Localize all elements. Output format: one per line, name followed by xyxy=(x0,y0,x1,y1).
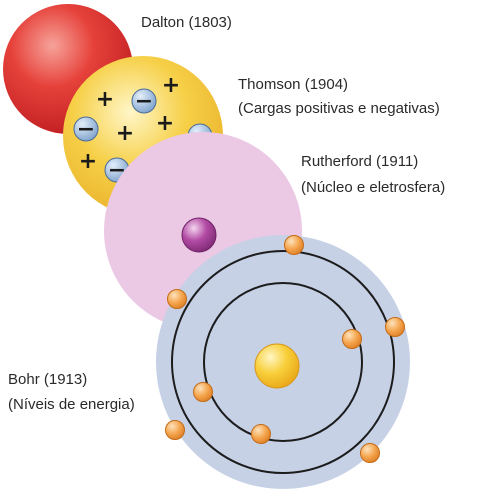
thomson-positive-charges: + + + + + xyxy=(79,73,180,174)
bohr-model xyxy=(156,235,410,489)
bohr-nucleus xyxy=(254,343,300,389)
rutherford-nucleus xyxy=(181,217,217,253)
minus-sign-icon: − xyxy=(135,89,153,114)
rutherford-description: (Núcleo e eletrosfera) xyxy=(301,179,445,196)
plus-sign-icon: + xyxy=(116,121,134,146)
thomson-label: Thomson (1904) xyxy=(238,76,348,93)
minus-sign-icon: − xyxy=(77,117,95,142)
bohr-electrons xyxy=(165,235,405,463)
electron-icon xyxy=(360,443,380,463)
bohr-outer-orbit xyxy=(171,250,395,474)
electron-icon: − xyxy=(73,116,99,142)
plus-sign-icon: + xyxy=(96,87,114,112)
plus-sign-icon: + xyxy=(156,111,174,136)
electron-icon xyxy=(342,329,362,349)
dalton-label: Dalton (1803) xyxy=(141,14,232,31)
electron-icon xyxy=(251,424,271,444)
thomson-description: (Cargas positivas e negativas) xyxy=(238,100,440,117)
electron-icon xyxy=(284,235,304,255)
bohr-label: Bohr (1913) xyxy=(8,371,87,388)
plus-sign-icon: + xyxy=(162,73,180,98)
electron-icon xyxy=(167,289,187,309)
electron-icon xyxy=(193,382,213,402)
electron-icon xyxy=(165,420,185,440)
bohr-inner-orbit xyxy=(203,282,363,442)
rutherford-label: Rutherford (1911) xyxy=(301,153,418,170)
plus-sign-icon: + xyxy=(79,149,97,174)
bohr-description: (Níveis de energia) xyxy=(8,396,135,413)
electron-icon xyxy=(385,317,405,337)
electron-icon: − xyxy=(131,88,157,114)
